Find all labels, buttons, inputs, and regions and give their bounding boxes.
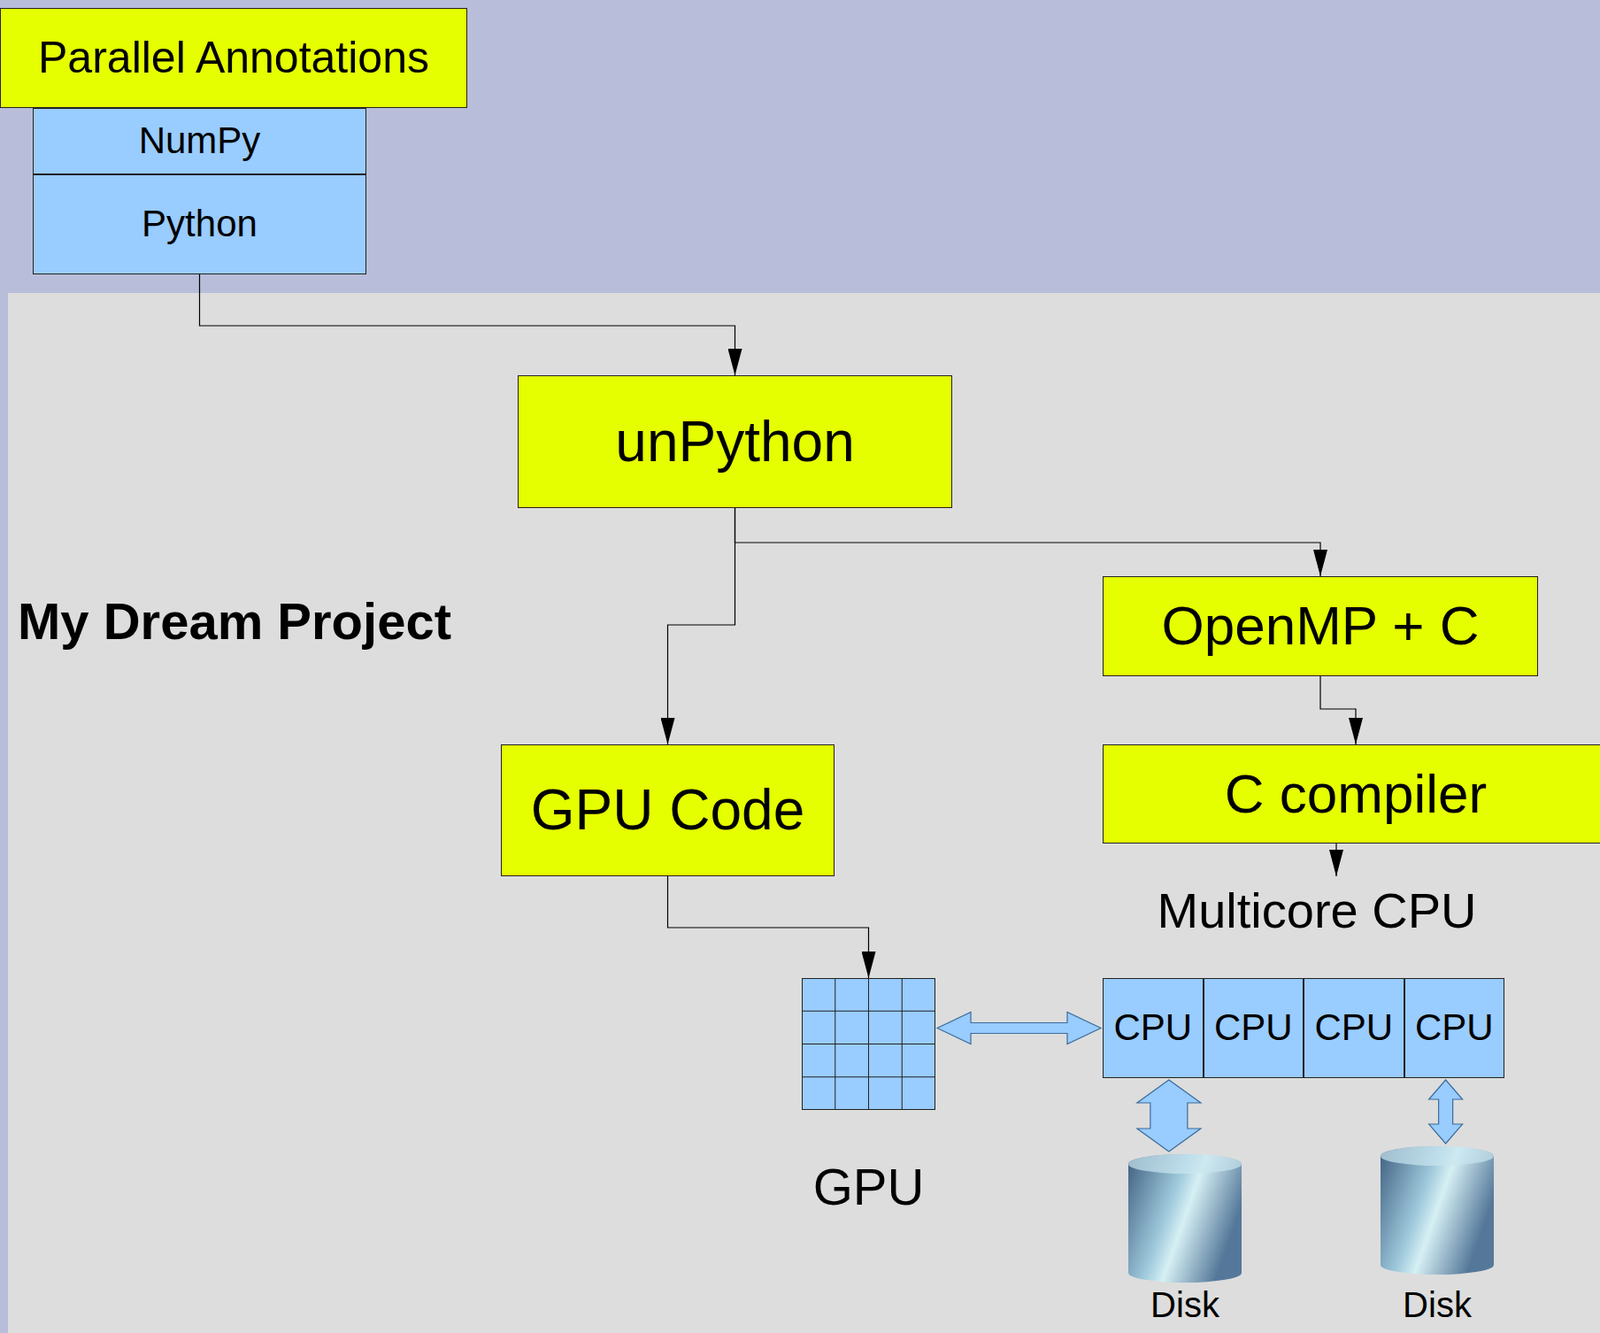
node-text: Multicore CPU bbox=[1157, 883, 1477, 939]
disk-cylinder: Disk bbox=[1127, 1153, 1243, 1284]
disk-illustration bbox=[1127, 1153, 1243, 1284]
node-text: C compiler bbox=[1224, 763, 1487, 824]
node-text: Disk bbox=[1361, 1284, 1513, 1324]
process-box: unPython bbox=[517, 375, 953, 508]
process-box: OpenMP + C bbox=[1102, 576, 1539, 677]
cpu-core: CPU bbox=[1303, 977, 1405, 1078]
gpu-outline bbox=[802, 978, 936, 1110]
diagram-title-label: My Dream Project bbox=[17, 592, 452, 650]
process-box: C compiler bbox=[1102, 744, 1600, 844]
block-arrow bbox=[1429, 1079, 1463, 1144]
node-text: CPU bbox=[1214, 1007, 1293, 1048]
disk-body bbox=[1128, 1153, 1242, 1283]
node-text: CPU bbox=[1415, 1007, 1494, 1048]
node-text: NumPy bbox=[138, 120, 262, 162]
node-text: GPU Code bbox=[530, 778, 805, 841]
disk-body bbox=[1380, 1146, 1494, 1275]
cpu-core: CPU bbox=[1102, 977, 1204, 1078]
block-arrow bbox=[1137, 1079, 1201, 1152]
flow-connector bbox=[1320, 676, 1356, 745]
flow-connector bbox=[200, 274, 736, 376]
cpu-group: Multicore CPU CPU CPU CPU CPU bbox=[1102, 876, 1531, 1078]
node-text: CPU bbox=[1113, 1007, 1193, 1048]
node-text: unPython bbox=[615, 410, 854, 473]
disk-top bbox=[1380, 1146, 1494, 1166]
process-box: GPU Code bbox=[500, 744, 835, 877]
flow-connector bbox=[668, 876, 870, 978]
layer-box: NumPy bbox=[32, 107, 367, 175]
flow-connector bbox=[735, 507, 1322, 577]
disk-cylinder: Disk bbox=[1379, 1145, 1495, 1276]
node-text: OpenMP + C bbox=[1161, 595, 1480, 656]
node-text: Parallel Annotations bbox=[38, 33, 430, 83]
annotation-box: Parallel Annotations bbox=[0, 7, 468, 108]
flow-connector bbox=[1335, 843, 1337, 877]
cpu-core: CPU bbox=[1404, 977, 1506, 1078]
gpu-grid: GPU bbox=[801, 977, 936, 1110]
node-text: GPU bbox=[784, 1158, 954, 1216]
node-text: Disk bbox=[1109, 1284, 1261, 1324]
disk-top bbox=[1128, 1153, 1242, 1174]
grid-line bbox=[901, 977, 903, 1110]
node-text: Python bbox=[141, 203, 258, 245]
flow-connector bbox=[668, 507, 736, 745]
gpu-grid-illustration bbox=[801, 977, 936, 1110]
grid-line bbox=[801, 1043, 936, 1045]
block-arrow bbox=[937, 1012, 1101, 1045]
cpu-core: CPU bbox=[1203, 977, 1305, 1078]
grid-line bbox=[801, 1076, 936, 1077]
disk-illustration bbox=[1379, 1145, 1495, 1276]
node-text: CPU bbox=[1314, 1007, 1393, 1048]
layer-box: Python bbox=[32, 174, 367, 275]
